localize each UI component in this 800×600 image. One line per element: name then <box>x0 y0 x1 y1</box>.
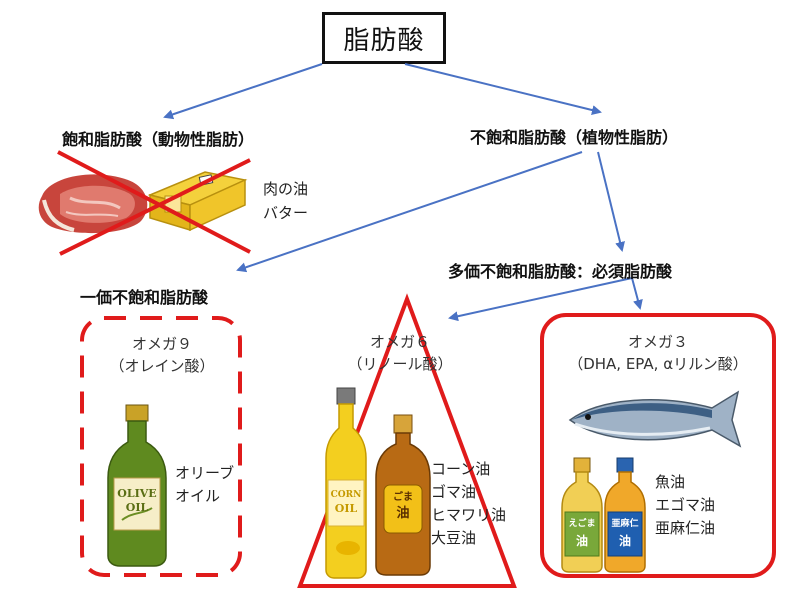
arrow-to-poly <box>597 151 625 252</box>
corn-bottle-label-line2: OIL <box>334 502 358 515</box>
oil-olive-line2: オイル <box>175 487 221 505</box>
oil-sesame: ゴマ油 <box>431 483 477 501</box>
arrow-to-mono <box>236 151 583 273</box>
oil-soybean: 大豆油 <box>431 529 477 547</box>
oil-flaxseed: 亜麻仁油 <box>655 519 716 537</box>
arrow-to-saturated <box>163 63 323 120</box>
oil-corn: コーン油 <box>431 460 491 478</box>
egoma-oil-bottle-icon <box>561 457 603 573</box>
oil-olive-line1: オリーブ <box>175 464 235 482</box>
meat-icon <box>38 174 148 234</box>
cross-out-line <box>59 158 251 256</box>
arrow-to-omega3 <box>631 277 643 310</box>
diagram-title: 脂肪酸 <box>322 12 446 64</box>
omega6-name: オメガ６ <box>369 333 430 351</box>
oil-egoma: エゴマ油 <box>655 496 716 514</box>
sesame-bottle-label-line1: ごま <box>393 492 413 503</box>
omega6-subtitle: （リノール酸） <box>347 355 453 373</box>
omega9-frame <box>80 316 242 577</box>
olive-oil-bottle-icon <box>107 404 167 567</box>
omega9-name: オメガ９ <box>131 335 192 353</box>
unsaturated-fat-label: 不飽和脂肪酸（植物性脂肪） <box>470 128 679 147</box>
corn-bottle-label-line1: CORN <box>330 490 362 500</box>
saturated-fat-label: 飽和脂肪酸（動物性脂肪） <box>62 130 255 149</box>
arrow-to-omega6 <box>448 277 633 322</box>
oil-fish: 魚油 <box>655 473 686 491</box>
fish-icon <box>568 390 742 448</box>
olive-bottle-label-line2: OIL <box>125 501 149 514</box>
egoma-bottle-label-line2: 油 <box>575 534 588 548</box>
sesame-oil-bottle-icon <box>375 414 431 576</box>
omega3-frame <box>540 313 776 578</box>
flaxseed-bottle-label-line2: 油 <box>618 534 631 548</box>
cross-out-line <box>57 150 251 254</box>
polyunsaturated-label: 多価不飽和脂肪酸：必須脂肪酸 <box>448 262 673 281</box>
corn-oil-bottle-icon <box>325 387 367 579</box>
monounsaturated-label: 一価不飽和脂肪酸 <box>80 288 209 307</box>
flaxseed-bottle-label-line1: 亜麻仁 <box>611 519 639 529</box>
oil-sunflower: ヒマワリ油 <box>431 506 507 524</box>
omega3-subtitle: （DHA, EPA, αリルン酸） <box>568 355 748 373</box>
omega3-name: オメガ３ <box>627 333 688 351</box>
olive-bottle-label-line1: OLIVE <box>117 487 157 500</box>
egoma-bottle-label-line1: えごま <box>568 519 596 529</box>
sesame-bottle-label-line2: 油 <box>396 506 410 521</box>
food-butter: バター <box>263 204 309 222</box>
flaxseed-oil-bottle-icon <box>604 457 646 573</box>
omega9-subtitle: （オレイン酸） <box>109 357 215 375</box>
food-meat-fat: 肉の油 <box>263 180 309 198</box>
arrow-to-unsaturated <box>404 63 602 115</box>
